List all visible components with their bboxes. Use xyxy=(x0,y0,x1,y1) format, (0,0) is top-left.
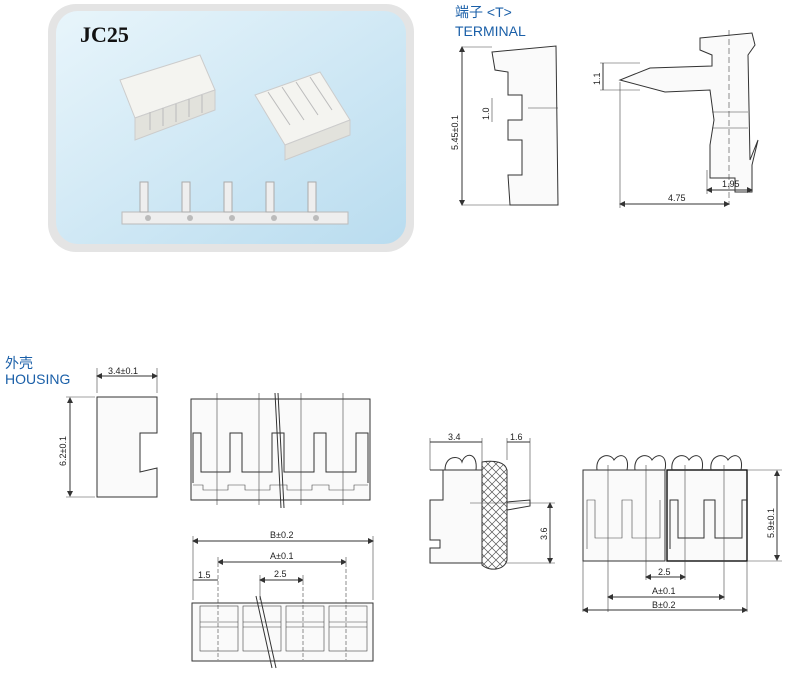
housing-title-en: HOUSING xyxy=(5,371,70,387)
housing-title-cn: 外壳 xyxy=(5,355,33,371)
assembly-front-view: 2.5 A±0.1 B±0.2 5.9±0.1 xyxy=(582,455,782,613)
terminal-title-en: TERMINAL xyxy=(455,23,526,39)
dim-housing-pitch: 2.5 xyxy=(274,569,287,579)
housing-front-view xyxy=(190,392,371,509)
dim-terminal-pin: 1.1 xyxy=(592,72,602,85)
terminal-reel-photo xyxy=(121,181,349,225)
terminal-front-view: 5.45±0.1 1.0 xyxy=(450,45,559,206)
housing-bottom-view: B±0.2 A±0.1 1.5 2.5 xyxy=(191,530,374,669)
dim-housing-A: A±0.1 xyxy=(270,551,293,561)
terminal-title-cn: 端子 <T> xyxy=(455,4,512,20)
dim-assembly-pitch: 2.5 xyxy=(658,567,671,577)
dim-housing-width: 3.4±0.1 xyxy=(108,366,138,376)
housing-photo-left xyxy=(119,54,216,141)
dim-terminal-slot: 1.0 xyxy=(481,107,491,120)
dim-assembly-depth: 3.4 xyxy=(448,432,461,442)
terminal-side-view: 1.1 4.75 1.95 xyxy=(592,30,759,208)
dim-housing-edge: 1.5 xyxy=(198,570,211,580)
dim-assembly-pin-height: 3.6 xyxy=(539,527,549,540)
dim-housing-height: 6.2±0.1 xyxy=(58,436,68,466)
dim-housing-B: B±0.2 xyxy=(270,530,293,540)
dim-terminal-height: 5.45±0.1 xyxy=(450,115,460,150)
assembly-side-section: 3.6 3.4 1.6 xyxy=(429,432,555,570)
model-logo: JC25 xyxy=(80,22,129,47)
dim-assembly-A: A±0.1 xyxy=(652,586,675,596)
dim-assembly-B: B±0.2 xyxy=(652,600,675,610)
dim-assembly-pin: 1.6 xyxy=(510,432,523,442)
dim-terminal-tail: 1.95 xyxy=(722,179,740,189)
dim-assembly-height: 5.9±0.1 xyxy=(766,508,776,538)
dim-terminal-length: 4.75 xyxy=(668,193,686,203)
housing-photo-right xyxy=(254,71,351,161)
product-photo: JC25 xyxy=(48,4,414,252)
housing-side-view: 3.4±0.1 6.2±0.1 xyxy=(58,366,158,498)
